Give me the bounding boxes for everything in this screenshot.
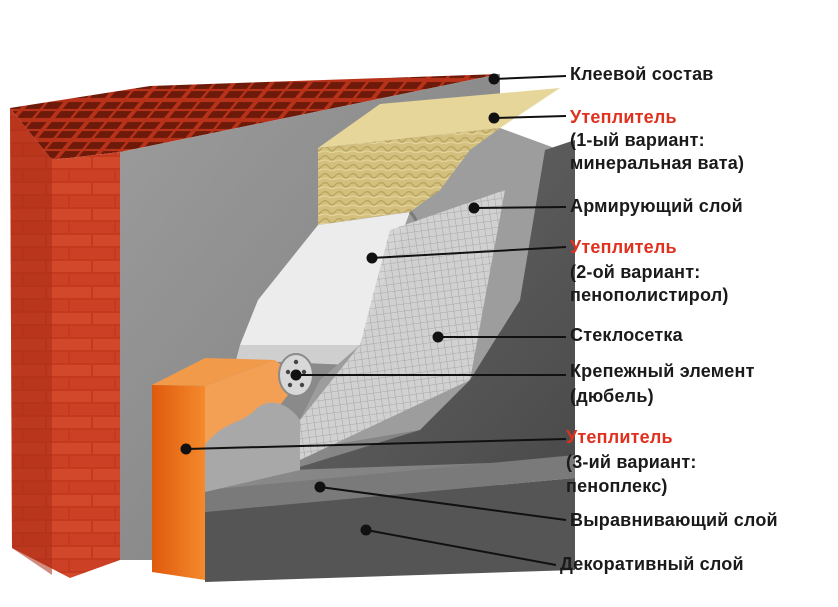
leader-glue — [493, 75, 567, 80]
penoplex-side — [205, 360, 300, 445]
leader-mineral-wool — [493, 115, 567, 119]
label-fastener-line2: (дюбель) — [570, 386, 654, 406]
leveling-layer — [290, 140, 575, 470]
label-decorative: Декоративный слой — [560, 554, 744, 574]
leader-lines — [180, 73, 567, 566]
label-insulation-2-title: Утеплитель — [570, 237, 677, 257]
penoplex-block — [152, 358, 300, 580]
label-reinforcing: Армирующий слой — [570, 196, 743, 216]
brick-wall-edge-shade — [10, 108, 52, 575]
decorative-layer — [205, 478, 575, 582]
label-mesh: Стеклосетка — [570, 325, 683, 345]
leader-polystyrene — [371, 246, 567, 259]
label-insulation-3-line2: пеноплекс) — [566, 476, 668, 496]
leader-decorative — [365, 529, 557, 566]
brick-wall — [10, 74, 500, 578]
leveling-layer-front — [205, 455, 575, 512]
label-fastener-line1: Крепежный элемент — [570, 361, 755, 381]
label-insulation-2-line2: пенополистирол) — [570, 285, 729, 305]
leader-leveling — [319, 486, 567, 521]
label-glue: Клеевой состав — [570, 64, 714, 84]
leader-penoplex — [185, 438, 567, 450]
fiberglass-mesh — [300, 190, 505, 460]
label-insulation-1-line2: минеральная вата) — [570, 153, 745, 173]
label-insulation-1-line1: (1-ый вариант: — [570, 130, 705, 150]
brick-wall-top — [10, 74, 500, 160]
penoplex-top — [152, 358, 275, 386]
label-insulation-1-title: Утеплитель — [570, 107, 677, 127]
label-insulation-2-line1: (2-ой вариант: — [570, 262, 701, 282]
label-insulation-3-line1: (3-ий вариант: — [566, 452, 697, 472]
leader-reinforcing — [473, 206, 567, 209]
label-insulation-3-title: Утеплитель — [566, 427, 673, 447]
label-leveling: Выравнивающий слой — [570, 510, 778, 530]
penoplex-front — [152, 385, 205, 580]
polystyrene-block — [240, 212, 410, 345]
mineral-wool-top — [318, 88, 560, 148]
